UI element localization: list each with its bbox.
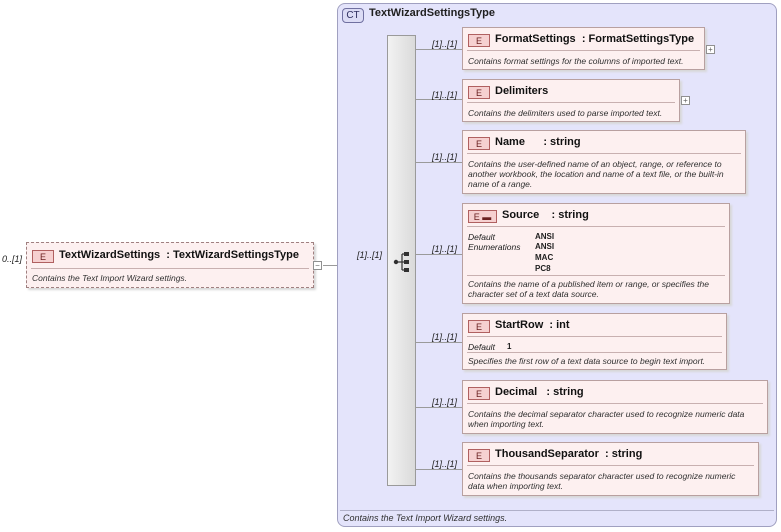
element-description: Contains the delimiters used to parse im… xyxy=(468,108,663,118)
element-source[interactable]: E ▬ Source : string Default Enumerations… xyxy=(462,203,730,304)
separator xyxy=(467,336,722,337)
element-cardinality: [1]..[1] xyxy=(432,397,458,407)
element-thousandseparator[interactable]: E ThousandSeparator : string Contains th… xyxy=(462,442,759,496)
separator xyxy=(467,275,725,276)
element-description: Contains format settings for the columns… xyxy=(468,56,684,66)
element-badge: E xyxy=(468,137,490,150)
separator xyxy=(467,102,675,103)
root-element-textwizardsettings[interactable]: E TextWizardSettings : TextWizardSetting… xyxy=(26,242,314,288)
element-cardinality: [1]..[1] xyxy=(432,332,458,342)
element-formatsettings[interactable]: E FormatSettings : FormatSettingsType Co… xyxy=(462,27,705,70)
collapse-icon[interactable]: − xyxy=(313,261,322,270)
separator xyxy=(467,50,700,51)
element-cardinality: [1]..[1] xyxy=(432,459,458,469)
separator xyxy=(467,465,754,466)
element-badge: E xyxy=(468,320,490,333)
element-cardinality: [1]..[1] xyxy=(432,90,458,100)
separator xyxy=(340,510,774,511)
expand-icon[interactable]: + xyxy=(706,45,715,54)
enumeration-value: PC8 xyxy=(535,264,551,273)
complex-type-badge: CT xyxy=(342,8,364,23)
element-cardinality: [1]..[1] xyxy=(432,244,458,254)
complex-type-description: Contains the Text Import Wizard settings… xyxy=(343,513,508,523)
element-name: StartRow : int xyxy=(495,319,570,331)
element-name: Name : string xyxy=(495,136,581,148)
connector-line xyxy=(416,469,462,470)
connector-line xyxy=(416,162,462,163)
element-name-string[interactable]: E Name : string Contains the user-define… xyxy=(462,130,746,194)
enumerations-label: Enumerations xyxy=(468,242,521,252)
connector-line xyxy=(416,99,462,100)
element-description: Specifies the first row of a text data s… xyxy=(468,356,706,366)
element-badge: E xyxy=(32,250,54,263)
default-label: Default xyxy=(468,232,495,242)
element-description: Contains the Text Import Wizard settings… xyxy=(32,273,188,283)
default-value: 1 xyxy=(507,342,512,351)
element-cardinality: [1]..[1] xyxy=(432,152,458,162)
element-name: TextWizardSettings : TextWizardSettingsT… xyxy=(59,249,300,261)
default-label: Default xyxy=(468,342,495,352)
element-badge: E xyxy=(468,449,490,462)
default-value: ANSI xyxy=(535,232,555,241)
element-description: Contains the decimal separator character… xyxy=(468,409,745,429)
element-name: Delimiters xyxy=(495,85,549,97)
enumeration-value: ANSI xyxy=(535,242,555,251)
element-description: Contains the name of a published item or… xyxy=(468,279,709,299)
element-name: FormatSettings : FormatSettingsType xyxy=(495,33,695,45)
element-name: ThousandSeparator : string xyxy=(495,448,643,460)
connector-line xyxy=(416,49,462,50)
complex-type-title: TextWizardSettingsType xyxy=(369,7,496,19)
element-decimal[interactable]: E Decimal : string Contains the decimal … xyxy=(462,380,768,434)
element-name: Source : string xyxy=(502,209,589,221)
enumeration-icon: E ▬ xyxy=(468,210,497,223)
element-startrow[interactable]: E StartRow : int Default 1 Specifies the… xyxy=(462,313,727,370)
enumeration-value: MAC xyxy=(535,253,554,262)
sequence-icon xyxy=(393,252,409,272)
element-description: Contains the thousands separator charact… xyxy=(468,471,736,491)
element-badge: E xyxy=(468,34,490,47)
separator xyxy=(467,403,763,404)
element-badge: E xyxy=(468,387,490,400)
connector-line xyxy=(416,254,462,255)
element-description: Contains the user-defined name of an obj… xyxy=(468,159,724,189)
element-name: Decimal : string xyxy=(495,386,584,398)
separator xyxy=(467,226,725,227)
separator xyxy=(31,268,309,269)
element-cardinality: [1]..[1] xyxy=(432,39,458,49)
sequence-cardinality: [1]..[1] xyxy=(357,250,383,260)
expand-icon[interactable]: + xyxy=(681,96,690,105)
element-delimiters[interactable]: E Delimiters Contains the delimiters use… xyxy=(462,79,680,122)
connector-line xyxy=(416,407,462,408)
root-cardinality: 0..[1] xyxy=(2,254,23,264)
element-badge: E xyxy=(468,86,490,99)
separator xyxy=(467,352,722,353)
separator xyxy=(467,153,741,154)
connector-line xyxy=(416,342,462,343)
